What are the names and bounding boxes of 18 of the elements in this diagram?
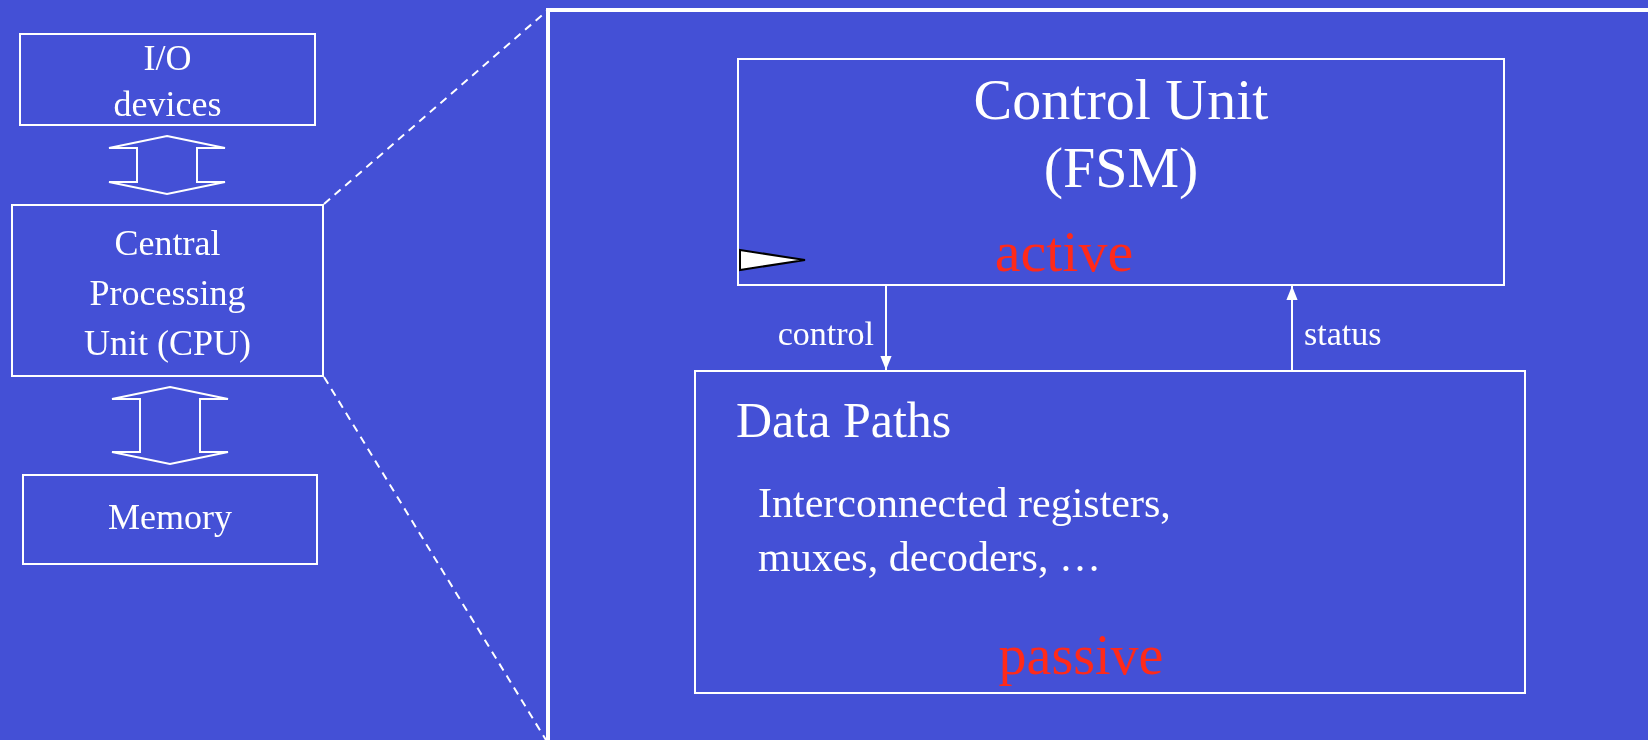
node-label: Memory [107,496,233,539]
process-box [19,33,316,126]
node-label: I/O devices [112,37,223,126]
double-block-arrow [108,134,226,196]
double-block-arrow [111,385,229,466]
node-label: Central Processing Unit (CPU) [83,222,252,365]
process-box [694,370,1526,694]
node-description: Interconnected registers, muxes, decoders, … [758,479,1172,582]
process-box [737,58,1505,286]
arrow [1286,285,1298,371]
status-word: passive [997,623,1165,688]
node-title: Data Paths [736,391,952,450]
arrow [880,285,892,371]
node-title: Control Unit (FSM) [972,66,1270,202]
process-box [11,204,324,377]
dashed-line [323,376,547,740]
status-word: active [993,220,1135,284]
process-box [22,474,318,565]
